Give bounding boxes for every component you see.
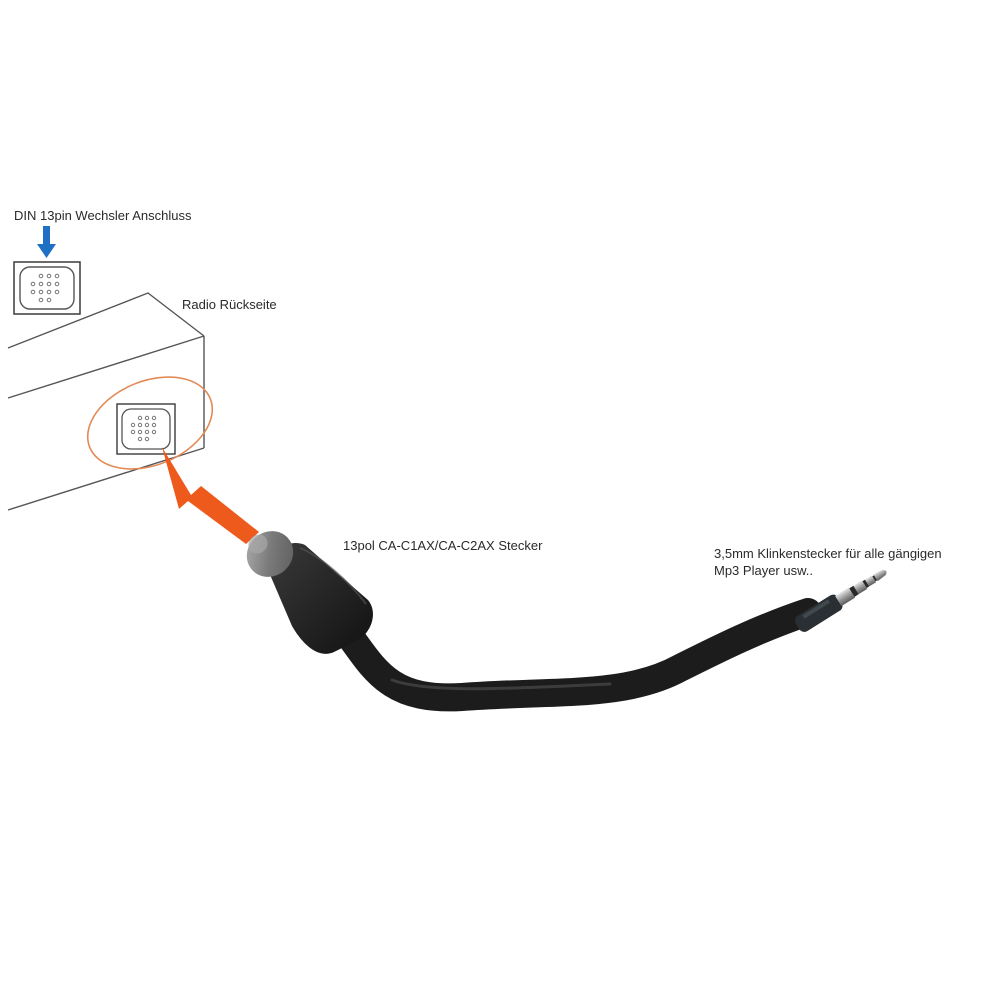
radio-back-label: Radio Rückseite: [182, 297, 277, 312]
orange-insert-arrow-icon: [162, 447, 259, 544]
blue-down-arrow-icon: [37, 226, 56, 258]
jack-label-line1: 3,5mm Klinkenstecker für alle gängigen: [714, 546, 942, 561]
cable-highlight: [390, 678, 612, 691]
din-13pin-socket-icon: [13, 261, 81, 315]
din-connector-label: DIN 13pin Wechsler Anschluss: [14, 208, 192, 223]
jack-plug-3-5mm: [795, 569, 887, 632]
highlight-ellipse: [86, 376, 214, 470]
din-13pin-plug: [246, 531, 373, 654]
plug-label: 13pol CA-C1AX/CA-C2AX Stecker: [343, 538, 543, 553]
jack-label-line2: Mp3 Player usw..: [714, 563, 813, 578]
radio-din-socket: [116, 403, 176, 455]
cable: [316, 596, 822, 712]
radio-back-panel: [7, 292, 205, 511]
